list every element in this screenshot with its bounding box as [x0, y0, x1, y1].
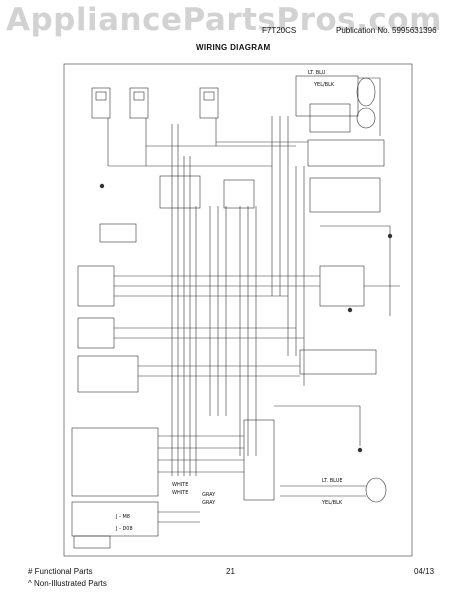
display-board — [71, 501, 159, 537]
wiring-diagram: WHITE WHITE GRAY GRAY LT. BLUE YEL/BLK L… — [63, 63, 413, 557]
connector-harness — [243, 419, 275, 501]
wire — [358, 77, 381, 136]
wire-label: GRAY — [202, 500, 216, 506]
watermark-logo: AppliancePartsPros.com — [6, 2, 442, 38]
legend-non-illustrated-parts: ^ Non-Illustrated Parts — [28, 579, 107, 588]
revision-date: 04/13 — [414, 567, 435, 576]
compressor-module — [307, 139, 385, 167]
main-control-board — [71, 427, 159, 497]
connector-block — [91, 87, 111, 119]
dispenser-module — [299, 349, 377, 375]
pin — [95, 91, 107, 101]
pin — [203, 91, 215, 101]
wire-label: WHITE — [172, 482, 188, 488]
connector-block — [199, 87, 219, 119]
wire-label: YEL/BLK — [313, 82, 335, 88]
wire-label: YEL/BLK — [321, 500, 343, 506]
diagram-border — [63, 63, 413, 557]
control-box — [223, 179, 255, 209]
page-number: 21 — [226, 567, 235, 576]
legend-functional-parts: # Functional Parts — [28, 567, 93, 576]
pin — [133, 91, 145, 101]
wire-label: GRAY — [202, 492, 216, 498]
control-box — [159, 175, 201, 209]
wire-label: LT. BLUE — [322, 478, 343, 484]
wire-label: LT. BLU — [308, 70, 326, 76]
page-title: WIRING DIAGRAM — [196, 43, 271, 52]
switch-block — [309, 103, 351, 133]
terminal — [357, 447, 363, 453]
component-label: J - D08 — [115, 526, 133, 532]
terminal — [99, 183, 105, 189]
supply-module — [309, 177, 381, 213]
terminal — [387, 233, 393, 239]
wire — [274, 405, 361, 446]
publication-number: Publication No. 5995631396 — [336, 26, 437, 35]
connector-block — [129, 87, 149, 119]
terminal — [347, 307, 353, 313]
motor-symbol — [356, 77, 376, 107]
wire-label: WHITE — [172, 490, 188, 496]
component-label: J - M8 — [115, 514, 130, 520]
fan-module — [319, 265, 365, 307]
terminal-block — [77, 265, 115, 307]
board-label — [73, 535, 111, 549]
relay-module — [295, 75, 359, 117]
terminal-block — [77, 317, 115, 349]
motor-symbol — [365, 477, 387, 503]
wire — [320, 225, 391, 316]
terminal-block — [77, 355, 139, 393]
control-box — [99, 223, 137, 243]
model-number: F7T20CS — [262, 26, 297, 35]
motor-symbol — [356, 107, 376, 129]
